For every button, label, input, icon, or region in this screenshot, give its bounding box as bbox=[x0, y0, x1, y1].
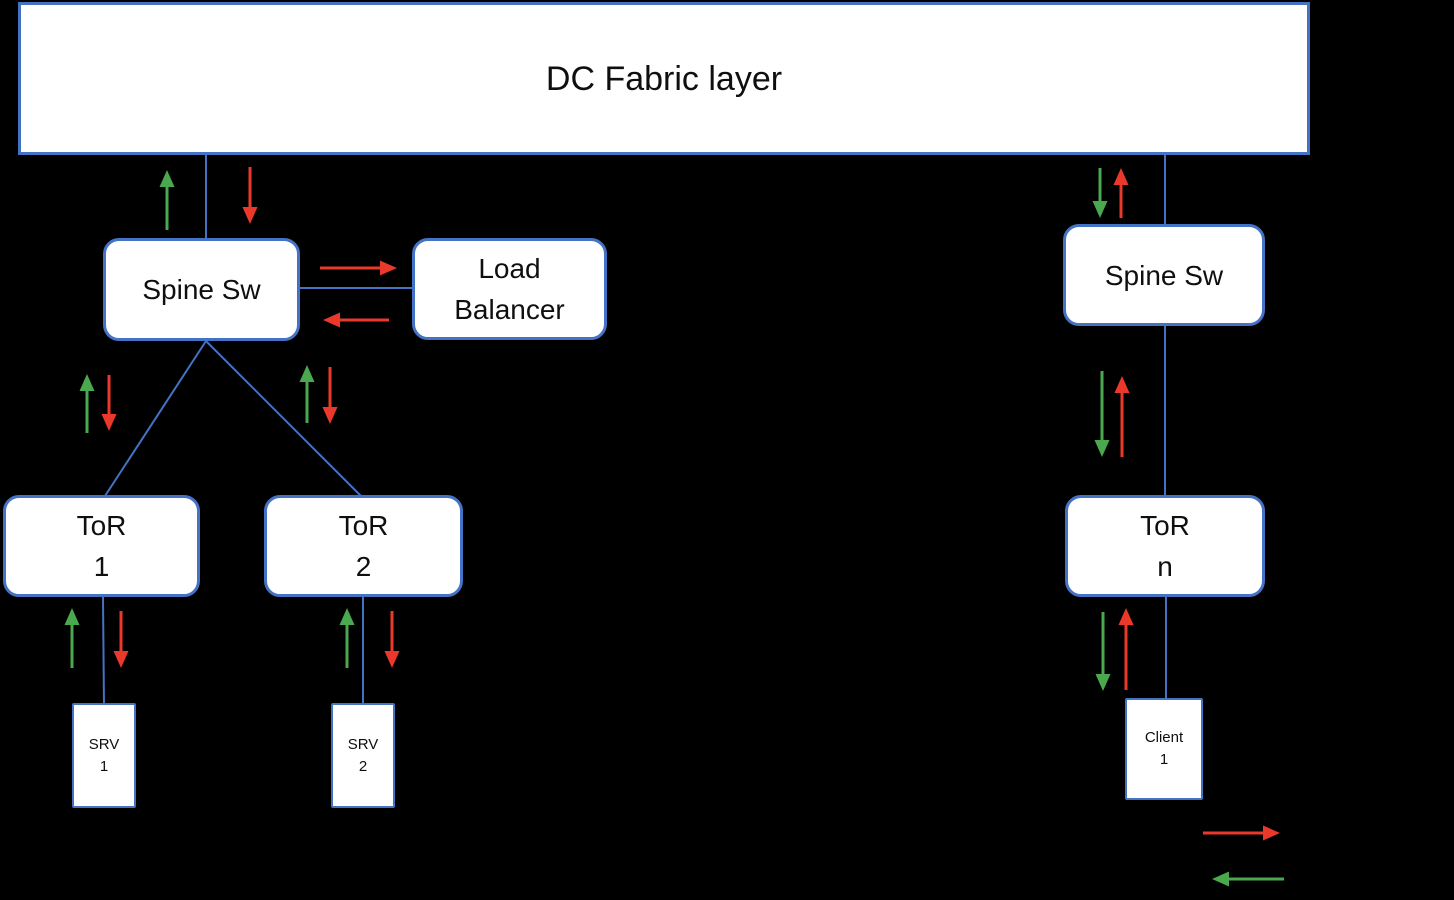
dc-fabric-layer-label: DC Fabric layer bbox=[545, 59, 783, 98]
torn-client-red-up-arrow bbox=[1118, 608, 1134, 690]
torn-client-green-down-arrow bbox=[1095, 612, 1111, 691]
fabric-spine-right-red-up-arrow bbox=[1113, 168, 1129, 218]
spine-tor2-red-down-arrow bbox=[322, 367, 338, 424]
tor2-srv2-red-down-arrow bbox=[384, 611, 400, 668]
client-1-label-line2: 1 bbox=[1159, 751, 1169, 768]
spine-tor2-green-up-arrow bbox=[299, 365, 315, 423]
tor1-srv1-green-up-arrow bbox=[64, 608, 80, 668]
node-srv-2: SRV 2 bbox=[331, 703, 395, 808]
node-load-balancer: Load Balancer bbox=[412, 238, 607, 340]
spine-tor1-red-down-arrow bbox=[101, 375, 117, 431]
node-tor-1: ToR 1 bbox=[3, 495, 200, 597]
load-balancer-label-line2: Balancer bbox=[454, 294, 565, 325]
node-dc-fabric-layer: DC Fabric layer bbox=[18, 2, 1310, 155]
tor2-srv2-green-up-arrow bbox=[339, 608, 355, 668]
spine-switch-right-label: Spine Sw bbox=[1104, 259, 1224, 291]
client-1-label-line1: Client bbox=[1144, 729, 1184, 746]
connector-tor1-to-srv1 bbox=[102, 596, 105, 708]
connector-spine-left-to-tor1 bbox=[104, 340, 207, 497]
srv-1-label-line2: 1 bbox=[99, 757, 109, 775]
tor-2-label-line2: 2 bbox=[355, 551, 372, 582]
spine-switch-left-label: Spine Sw bbox=[142, 274, 261, 305]
tor-n-label-line2: n bbox=[1157, 551, 1173, 582]
tor-n-label-line1: ToR bbox=[1140, 510, 1190, 541]
tor1-srv1-red-down-arrow bbox=[113, 611, 129, 668]
node-spine-switch-left: Spine Sw bbox=[103, 238, 300, 341]
legend-red-right-arrow-icon bbox=[1203, 825, 1280, 841]
srv-2-label-line1: SRV bbox=[347, 735, 379, 753]
node-srv-1: SRV 1 bbox=[72, 703, 136, 808]
load-balancer-label-line1: Load bbox=[478, 253, 541, 284]
fabric-spine-left-red-down-arrow bbox=[242, 167, 258, 224]
srv-1-label-line1: SRV bbox=[88, 735, 120, 753]
fabric-spine-left-green-up-arrow bbox=[159, 170, 175, 230]
node-client-1: Client 1 bbox=[1125, 698, 1203, 800]
spine-torn-green-down-arrow bbox=[1094, 371, 1110, 457]
node-tor-n: ToR n bbox=[1065, 495, 1265, 597]
spine-tor1-green-up-arrow bbox=[79, 374, 95, 433]
spine-torn-red-up-arrow bbox=[1114, 376, 1130, 457]
node-spine-switch-right: Spine Sw bbox=[1063, 224, 1265, 326]
node-tor-2: ToR 2 bbox=[264, 495, 463, 597]
legend-green-left-arrow-icon bbox=[1212, 871, 1284, 887]
tor-2-label-line1: ToR bbox=[338, 510, 389, 541]
tor-1-label-line2: 1 bbox=[93, 551, 110, 582]
connector-spine-left-to-tor2 bbox=[205, 340, 362, 497]
spine-to-lb-red-right-arrow bbox=[320, 260, 397, 276]
lb-to-spine-red-left-arrow bbox=[323, 312, 389, 328]
fabric-spine-right-green-down-arrow bbox=[1092, 168, 1108, 218]
tor-1-label-line1: ToR bbox=[76, 510, 127, 541]
srv-2-label-line2: 2 bbox=[358, 757, 368, 775]
